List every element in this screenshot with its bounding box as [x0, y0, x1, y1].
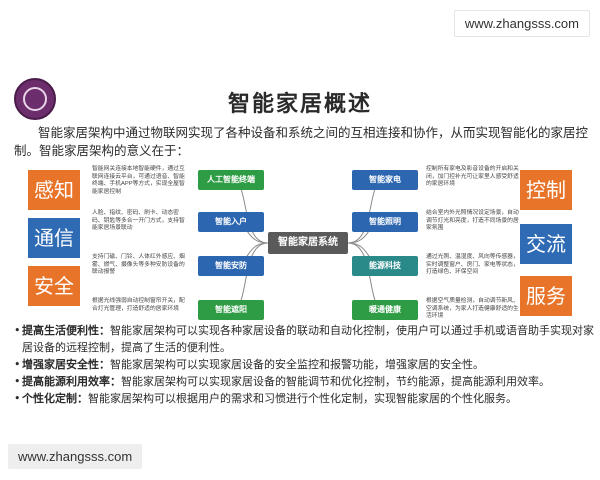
node-smart-security: 智能安防: [198, 256, 264, 276]
bullet-text: 智能家居架构可以根据用户的需求和习惯进行个性化定制，实现智能家居的个性化服务。: [88, 392, 517, 405]
intro-paragraph: 智能家居架构中通过物联网实现了各种设备和系统之间的互相连接和协作，从而实现智能化…: [14, 125, 589, 158]
box-exchange: 交流: [520, 224, 572, 264]
desc-smart-shading: 根据光线强弱自动控制窗帘开关，配合灯光管理，打造舒适的居家环境: [92, 298, 185, 312]
box-communication: 通信: [28, 218, 80, 258]
box-service: 服务: [520, 276, 572, 316]
node-hvac-health: 暖通健康: [352, 300, 418, 320]
center-node: 智能家居系统: [268, 232, 348, 254]
bullet-heading: 提高生活便利性：: [22, 324, 110, 337]
box-perception: 感知: [28, 170, 80, 210]
bullet-heading: 个性化定制：: [22, 392, 88, 405]
desc-smart-entry: 人脸、指纹、密码、刷卡、动态密码、钥匙等多合一开门方式，支持智能家居场景联动: [92, 210, 185, 231]
desc-smart-appliance: 控制所有家电及影音设备的开启和关闭，加门控补光可让家里人感受舒适的家居环境: [426, 166, 519, 187]
watermark-top: www.zhangsss.com: [453, 10, 590, 37]
bullet-text: 智能家居架构可以实现各种家居设备的联动和自动化控制，使用户可以通过手机或语音助手…: [22, 324, 594, 354]
desc-ai-terminal: 智能网关连接本地智能硬件，通过互联网连接云平台，可通过语音、智能终端、手机APP…: [92, 166, 185, 195]
node-energy-tech: 能源科技: [352, 256, 418, 276]
bullet-convenience: 提高生活便利性：智能家居架构可以实现各种家居设备的联动和自动化控制，使用户可以通…: [14, 322, 594, 356]
bullet-list: 提高生活便利性：智能家居架构可以实现各种家居设备的联动和自动化控制，使用户可以通…: [14, 322, 594, 407]
node-smart-shading: 智能遮阳: [198, 300, 264, 320]
architecture-diagram: 感知 通信 安全 控制 交流 服务 智能网关连接本地智能硬件，通过互联网连接云平…: [0, 158, 600, 320]
node-ai-terminal: 人工智能终端: [198, 170, 264, 190]
bullet-text: 智能家居架构可以实现家居设备的安全监控和报警功能，增强家居的安全性。: [110, 358, 484, 371]
university-logo: [14, 78, 56, 120]
node-smart-appliance: 智能家电: [352, 170, 418, 190]
watermark-bottom: www.zhangsss.com: [8, 444, 143, 469]
bullet-customization: 个性化定制：智能家居架构可以根据用户的需求和习惯进行个性化定制，实现智能家居的个…: [14, 390, 594, 407]
bullet-heading: 增强家居安全性：: [22, 358, 110, 371]
bullet-text: 智能家居架构可以实现家居设备的智能调节和优化控制，节约能源，提高能源利用效率。: [121, 375, 550, 388]
desc-energy-tech: 通过光照、温湿度、风向等传感器，实时调整窗户、房门、家电等状态，打造绿色、环保空…: [426, 254, 519, 275]
desc-hvac-health: 根据空气质量检测，自动调节新风、空调系统，为家人打造健康舒适的生活环境: [426, 298, 519, 319]
box-security: 安全: [28, 266, 80, 306]
bullet-heading: 提高能源利用效率：: [22, 375, 121, 388]
desc-smart-lighting: 结合室内外光照情况设定场景，自动调节灯光和亮度，打造不同场景的居家氛围: [426, 210, 519, 231]
logo-ring: [23, 87, 47, 111]
node-smart-entry: 智能入户: [198, 212, 264, 232]
node-smart-lighting: 智能照明: [352, 212, 418, 232]
desc-smart-security: 支持门磁、门铃、人体红外感应、烟雾、燃气、摄像头等多种安防设备的联动报警: [92, 254, 185, 275]
box-control: 控制: [520, 170, 572, 210]
page-title: 智能家居概述: [227, 91, 372, 117]
bullet-energy: 提高能源利用效率：智能家居架构可以实现家居设备的智能调节和优化控制，节约能源，提…: [14, 373, 594, 390]
bullet-security: 增强家居安全性：智能家居架构可以实现家居设备的安全监控和报警功能，增强家居的安全…: [14, 356, 594, 373]
